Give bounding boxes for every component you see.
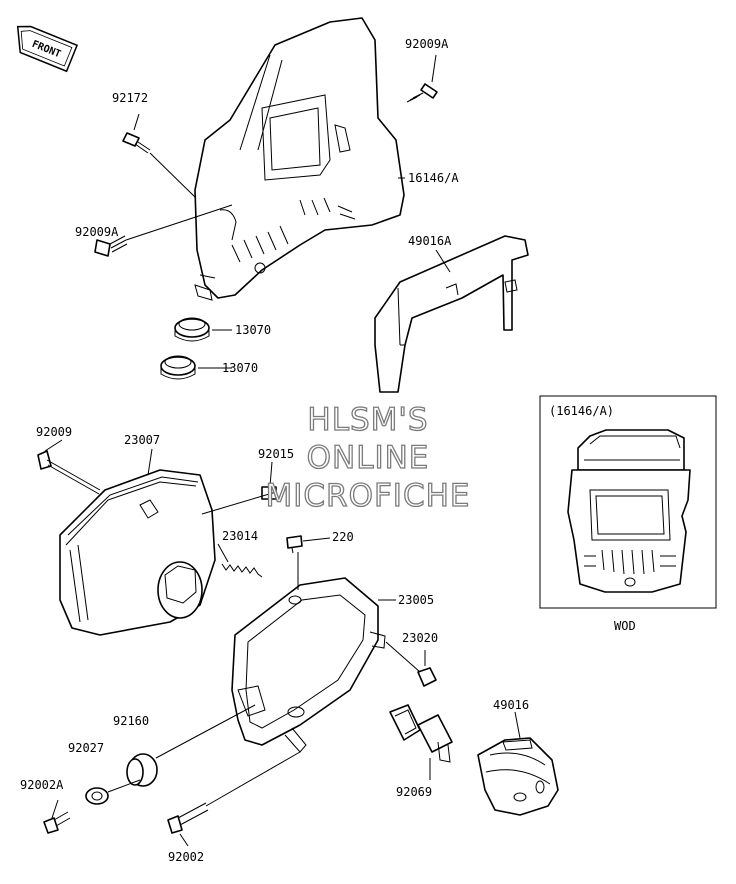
frame-23005-drawing: [231, 577, 386, 753]
bolt-92009A-left-icon: [94, 235, 128, 257]
screw-220-icon: [286, 535, 303, 554]
inset-cowl-drawing: [567, 429, 691, 593]
grommet-13070-upper-icon: [174, 317, 210, 342]
bulb-92069-icon: [389, 704, 453, 763]
label-92009A-top: 92009A: [405, 37, 449, 51]
inset-title: (16146/A): [549, 404, 614, 418]
label-92015: 92015: [258, 447, 294, 461]
inset-caption: WOD: [614, 619, 636, 633]
label-49016: 49016: [493, 698, 529, 712]
screw-92009-icon: [37, 450, 101, 495]
bolt-92172-icon: [122, 132, 151, 154]
watermark-line-1: HLSM'S: [307, 402, 428, 438]
headlight-23007-drawing: [59, 469, 216, 636]
collar-92027-icon: [85, 787, 109, 805]
watermark-line-2: ONLINE: [307, 440, 430, 476]
label-16146A: 16146/A: [408, 171, 459, 185]
grommet-13070-lower-icon: [160, 355, 196, 380]
bolt-92009A-top-icon: [406, 83, 438, 103]
label-92009A-left: 92009A: [75, 225, 119, 239]
label-23020: 23020: [402, 631, 438, 645]
label-49016A: 49016A: [408, 234, 452, 248]
watermark: HLSM'S ONLINE MICROFICHE: [265, 401, 471, 514]
clip-23020-icon: [417, 667, 437, 687]
label-92172: 92172: [112, 91, 148, 105]
front-arrow-icon: FRONT: [16, 25, 79, 73]
grommet-92160-icon: [126, 753, 158, 787]
nut-92015-icon: [261, 486, 277, 500]
label-92002A: 92002A: [20, 778, 64, 792]
bracket-49016A-drawing: [374, 235, 529, 393]
label-92160: 92160: [113, 714, 149, 728]
boot-49016-icon: [477, 737, 559, 816]
label-92002: 92002: [168, 850, 204, 864]
label-23014: 23014: [222, 529, 258, 543]
inset-panel: (16146/A) WOD: [539, 395, 717, 633]
bolt-92002A-icon: [43, 811, 71, 834]
label-23007: 23007: [124, 433, 160, 447]
label-92069: 92069: [396, 785, 432, 799]
label-13070-b: 13070: [222, 361, 258, 375]
headlight-cowl-drawing: [194, 17, 405, 301]
label-13070-a: 13070: [235, 323, 271, 337]
label-23005: 23005: [398, 593, 434, 607]
label-220: 220: [332, 530, 354, 544]
label-92027: 92027: [68, 741, 104, 755]
leader-lines: [44, 54, 521, 847]
label-92009: 92009: [36, 425, 72, 439]
watermark-line-3: MICROFICHE: [266, 478, 471, 514]
spring-23014-icon: [221, 563, 263, 578]
bolt-92002-icon: [167, 802, 209, 834]
